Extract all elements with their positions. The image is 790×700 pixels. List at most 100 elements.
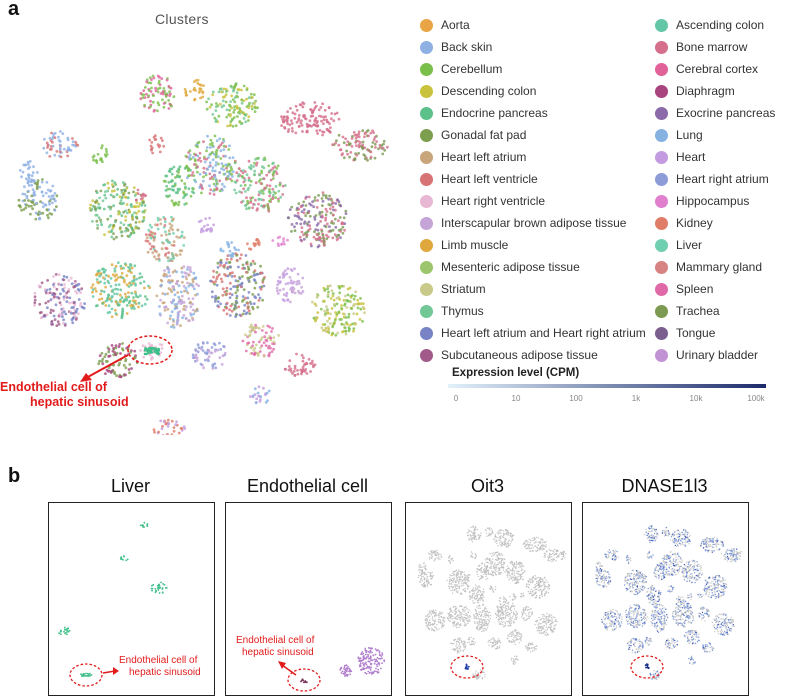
umap-point: [200, 345, 204, 349]
umap-point: [333, 302, 336, 306]
umap-point: [496, 532, 499, 534]
umap-point: [107, 348, 111, 351]
umap-point: [94, 213, 98, 217]
umap-point: [538, 585, 541, 587]
umap-point: [420, 574, 422, 576]
umap-point: [450, 579, 453, 581]
umap-point: [356, 306, 360, 310]
umap-point: [540, 539, 542, 541]
umap-point: [36, 182, 39, 186]
umap-point: [548, 583, 550, 586]
umap-point: [94, 304, 98, 308]
umap-point: [81, 306, 85, 309]
umap-point: [322, 243, 326, 247]
umap-point: [270, 330, 273, 333]
umap-point: [137, 205, 141, 208]
umap-point: [98, 359, 101, 363]
umap-point: [138, 220, 141, 224]
umap-point: [438, 621, 440, 624]
umap-point: [91, 199, 95, 203]
umap-point: [509, 543, 512, 545]
legend-label: Striatum: [441, 282, 486, 296]
umap-point: [472, 534, 474, 537]
umap-point: [363, 311, 366, 315]
umap-point: [500, 532, 502, 535]
legend-item: Diaphragm: [655, 84, 735, 98]
umap-point: [422, 575, 424, 578]
umap-point: [539, 588, 542, 591]
umap-point: [481, 593, 483, 596]
umap-point: [493, 563, 496, 566]
umap-point: [182, 307, 186, 311]
umap-point: [306, 211, 309, 215]
liver-cluster-point: [150, 346, 153, 350]
umap-point: [159, 92, 163, 95]
umap-point: [297, 125, 301, 128]
umap-point: [168, 90, 172, 94]
umap-point: [114, 353, 118, 357]
umap-point: [162, 242, 165, 245]
umap-point: [184, 317, 188, 320]
umap-point: [281, 298, 285, 302]
legend-item: Heart left atrium and Heart right atrium: [420, 326, 646, 340]
umap-point: [209, 152, 212, 156]
umap-point: [285, 115, 289, 119]
umap-point: [235, 296, 239, 300]
umap-point: [156, 87, 160, 91]
umap-point: [436, 557, 438, 559]
umap-point: [525, 547, 527, 550]
umap-point: [440, 553, 442, 556]
umap-point: [540, 544, 543, 547]
umap-point: [451, 577, 454, 580]
liver-cluster-point: [143, 348, 147, 352]
umap-point: [469, 590, 471, 593]
umap-point: [448, 579, 451, 581]
umap-point: [114, 346, 118, 350]
umap-point: [182, 196, 185, 200]
umap-point: [326, 311, 330, 315]
umap-point: [241, 299, 244, 303]
umap-point: [488, 527, 491, 529]
umap-point: [150, 141, 154, 144]
umap-point: [342, 216, 346, 220]
umap-point: [322, 193, 325, 197]
umap-point: [31, 200, 35, 204]
umap-point: [150, 355, 154, 359]
umap-point: [131, 216, 135, 220]
umap-point: [233, 100, 237, 104]
umap-point: [456, 618, 458, 621]
umap-point: [119, 199, 123, 203]
umap-point: [142, 200, 145, 204]
umap-point: [133, 356, 137, 360]
umap-point: [498, 533, 500, 535]
umap-point: [545, 579, 547, 581]
scatter-point: [64, 626, 66, 629]
scatter-point: [372, 672, 375, 674]
umap-point: [249, 262, 253, 265]
umap-point: [263, 335, 267, 339]
umap-point: [174, 191, 178, 195]
umap-point: [477, 575, 479, 578]
umap-point: [257, 198, 261, 201]
umap-point: [140, 304, 144, 308]
umap-point: [230, 309, 234, 313]
umap-point: [36, 179, 40, 182]
umap-point: [196, 170, 199, 174]
umap-point: [519, 563, 521, 565]
umap-point: [485, 532, 488, 534]
umap-point: [506, 565, 509, 567]
umap-point: [471, 594, 474, 597]
umap-point: [329, 229, 333, 233]
umap-point: [170, 215, 173, 219]
scatter-point: [346, 670, 348, 672]
umap-point: [178, 253, 182, 256]
umap-point: [170, 325, 173, 329]
umap-point: [524, 542, 526, 545]
umap-point: [421, 569, 423, 571]
umap-point: [492, 574, 495, 576]
umap-point: [470, 596, 472, 598]
umap-point: [228, 281, 232, 285]
umap-point: [472, 538, 474, 540]
umap-point: [421, 580, 423, 582]
umap-point: [294, 104, 298, 108]
